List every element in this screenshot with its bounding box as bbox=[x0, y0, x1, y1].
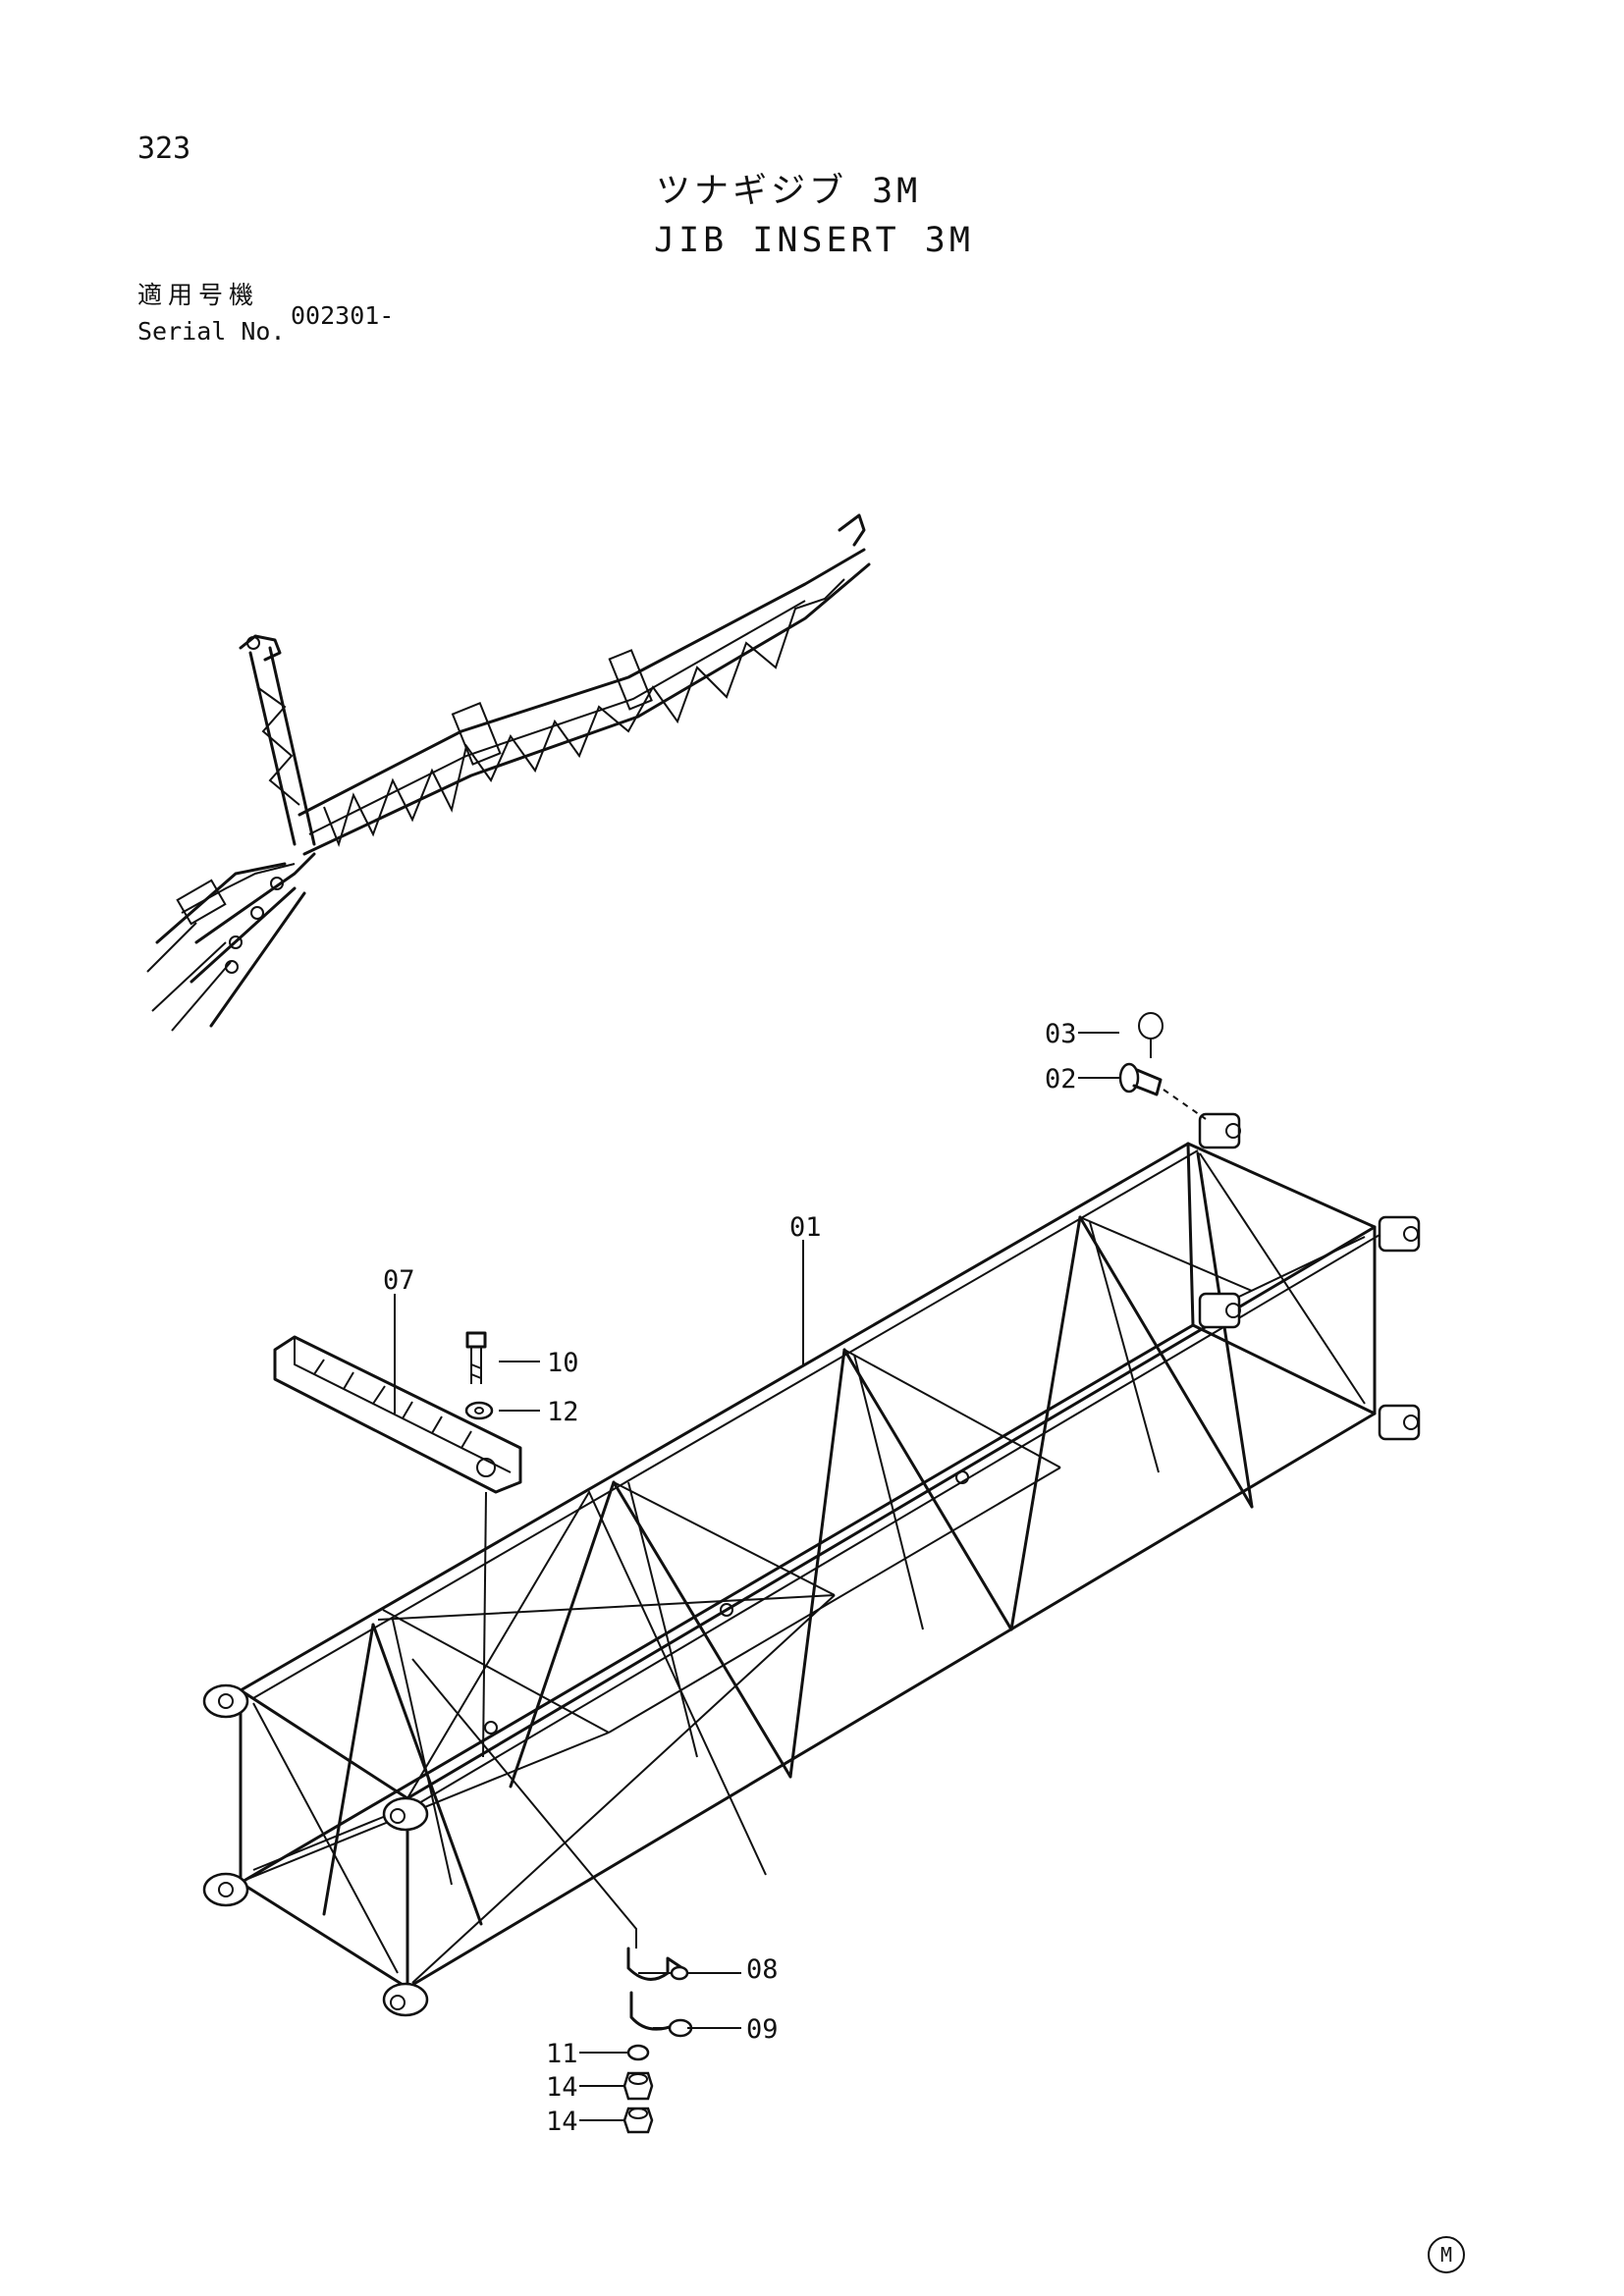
callout-02: 02 bbox=[1045, 1064, 1077, 1095]
part-09-clamp bbox=[629, 1991, 693, 2038]
part-02-pin bbox=[1118, 1062, 1163, 1096]
serial-number-value: 002301- bbox=[291, 301, 395, 330]
callout-11: 11 bbox=[546, 2039, 578, 2069]
part-03-snap-pin bbox=[1138, 1012, 1164, 1058]
callout-03: 03 bbox=[1045, 1019, 1077, 1049]
part-10-bolt bbox=[465, 1331, 487, 1384]
part-11-washer bbox=[626, 2044, 650, 2061]
part-07-pad bbox=[273, 1335, 522, 1494]
callout-10: 10 bbox=[547, 1348, 579, 1378]
part-14-nut bbox=[623, 2071, 654, 2101]
callout-14: 14 bbox=[546, 2107, 578, 2137]
callout-08: 08 bbox=[746, 1954, 779, 1985]
title-japanese: ツナギジブ 3M bbox=[656, 172, 922, 211]
part-08-clamp bbox=[626, 1947, 689, 1981]
title-english: JIB INSERT 3M bbox=[654, 221, 974, 260]
crane-overview-sketch bbox=[146, 513, 871, 1032]
part-14-nut bbox=[623, 2107, 654, 2134]
callout-14: 14 bbox=[546, 2072, 578, 2103]
callout-01: 01 bbox=[789, 1212, 822, 1243]
page-number: 323 bbox=[137, 132, 191, 166]
jib-insert-frame bbox=[202, 1112, 1421, 2017]
serial-label-japanese: 適用号機 bbox=[137, 281, 260, 309]
callout-09: 09 bbox=[746, 2014, 779, 2045]
serial-label-english: Serial No. bbox=[137, 317, 286, 346]
part-12-washer bbox=[464, 1401, 494, 1420]
callout-12: 12 bbox=[547, 1397, 579, 1427]
corner-mark: M bbox=[1428, 2236, 1465, 2273]
leader-lines bbox=[394, 1032, 1207, 2121]
callout-07: 07 bbox=[383, 1265, 415, 1296]
